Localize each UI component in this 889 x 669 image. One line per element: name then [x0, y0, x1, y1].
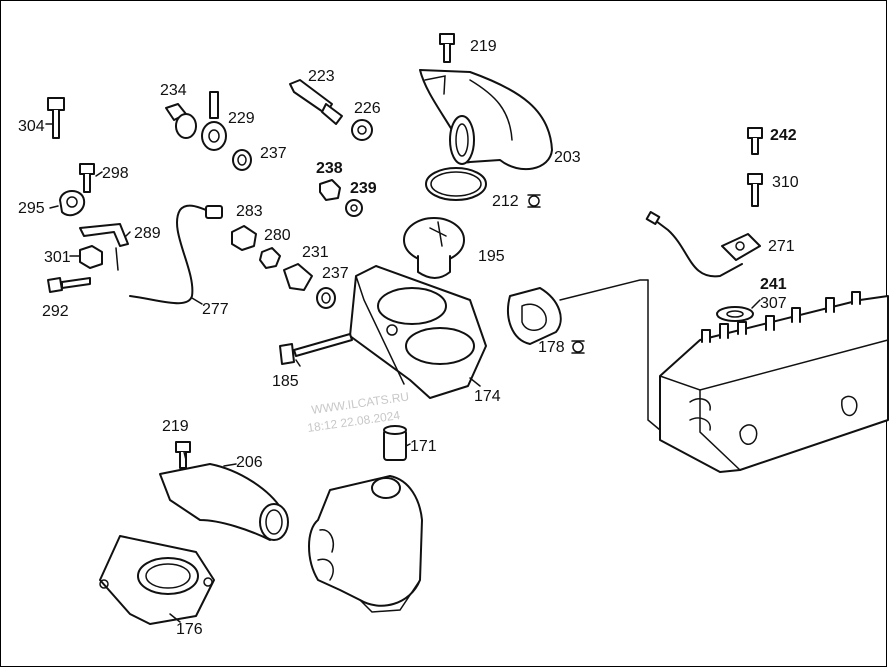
label-234[interactable]: 234 [160, 82, 187, 99]
fitting-231[interactable] [283, 263, 313, 291]
label-238[interactable]: 238 [316, 160, 343, 177]
part-labels: 304 234 229 223 226 219 203 237 298 295 … [18, 38, 799, 638]
banjo-229[interactable] [201, 91, 227, 151]
label-231[interactable]: 231 [302, 244, 329, 261]
pipe-271[interactable] [645, 211, 761, 278]
bolt-242[interactable] [747, 127, 763, 155]
label-271[interactable]: 271 [768, 238, 795, 255]
label-219-bottom[interactable]: 219 [162, 418, 189, 435]
label-310[interactable]: 310 [772, 174, 799, 191]
gasket-307[interactable] [716, 306, 754, 322]
bolt-219-top[interactable] [439, 33, 455, 63]
label-203[interactable]: 203 [554, 149, 581, 166]
nut-301[interactable] [79, 245, 103, 269]
water-pump[interactable] [308, 475, 423, 613]
bolt-298[interactable] [79, 163, 95, 193]
bolt-185[interactable] [279, 333, 353, 365]
label-239[interactable]: 239 [350, 180, 377, 197]
bolt-292[interactable] [47, 277, 91, 293]
bolt-234[interactable] [165, 103, 197, 139]
label-219-top[interactable]: 219 [470, 38, 497, 55]
label-174[interactable]: 174 [474, 388, 501, 405]
bolt-304[interactable] [47, 97, 65, 139]
sleeve-171[interactable] [383, 425, 407, 461]
label-237-bottom[interactable]: 237 [322, 265, 349, 282]
label-241[interactable]: 241 [760, 276, 787, 293]
label-223[interactable]: 223 [308, 68, 335, 85]
label-301[interactable]: 301 [44, 249, 71, 266]
label-237-top[interactable]: 237 [260, 145, 287, 162]
bolt-219-bottom[interactable] [175, 441, 191, 469]
bolt-310[interactable] [747, 173, 763, 207]
pipe-277[interactable] [129, 204, 223, 305]
label-307[interactable]: 307 [760, 295, 787, 312]
o-ring-212[interactable] [425, 167, 487, 201]
clip-295[interactable] [59, 190, 86, 217]
replace-marker-icon [571, 340, 585, 354]
elbow-206[interactable] [159, 463, 289, 541]
label-298[interactable]: 298 [102, 165, 129, 182]
washer-226[interactable] [351, 119, 373, 141]
label-226[interactable]: 226 [354, 100, 381, 117]
cylinder-head[interactable] [559, 279, 889, 473]
label-283[interactable]: 283 [236, 203, 263, 220]
label-176[interactable]: 176 [176, 621, 203, 638]
label-289[interactable]: 289 [134, 225, 161, 242]
bracket-289[interactable] [79, 223, 129, 271]
washer-239[interactable] [345, 199, 363, 217]
label-229[interactable]: 229 [228, 110, 255, 127]
label-171[interactable]: 171 [410, 438, 437, 455]
plug-238[interactable] [319, 179, 341, 201]
thermostat-195[interactable] [403, 217, 465, 279]
washer-237-top[interactable] [232, 149, 252, 171]
marker-icons [527, 194, 585, 354]
thermostat-housing-203[interactable] [419, 69, 553, 170]
label-212[interactable]: 212 [492, 193, 519, 210]
label-206[interactable]: 206 [236, 454, 263, 471]
label-277[interactable]: 277 [202, 301, 229, 318]
replace-marker-icon [527, 194, 541, 208]
housing-174[interactable] [349, 265, 487, 399]
gasket-178[interactable] [507, 287, 562, 345]
nut-280[interactable] [259, 247, 281, 269]
label-242[interactable]: 242 [770, 127, 797, 144]
label-280[interactable]: 280 [264, 227, 291, 244]
label-195[interactable]: 195 [478, 248, 505, 265]
nut-283[interactable] [231, 225, 257, 251]
leader-lines [45, 123, 761, 623]
label-304[interactable]: 304 [18, 118, 45, 135]
sensor-223[interactable] [289, 79, 343, 125]
flange-176[interactable] [99, 535, 215, 625]
label-185[interactable]: 185 [272, 373, 299, 390]
washer-237-bottom[interactable] [316, 287, 336, 309]
label-292[interactable]: 292 [42, 303, 69, 320]
label-295[interactable]: 295 [18, 200, 45, 217]
label-178[interactable]: 178 [538, 339, 565, 356]
